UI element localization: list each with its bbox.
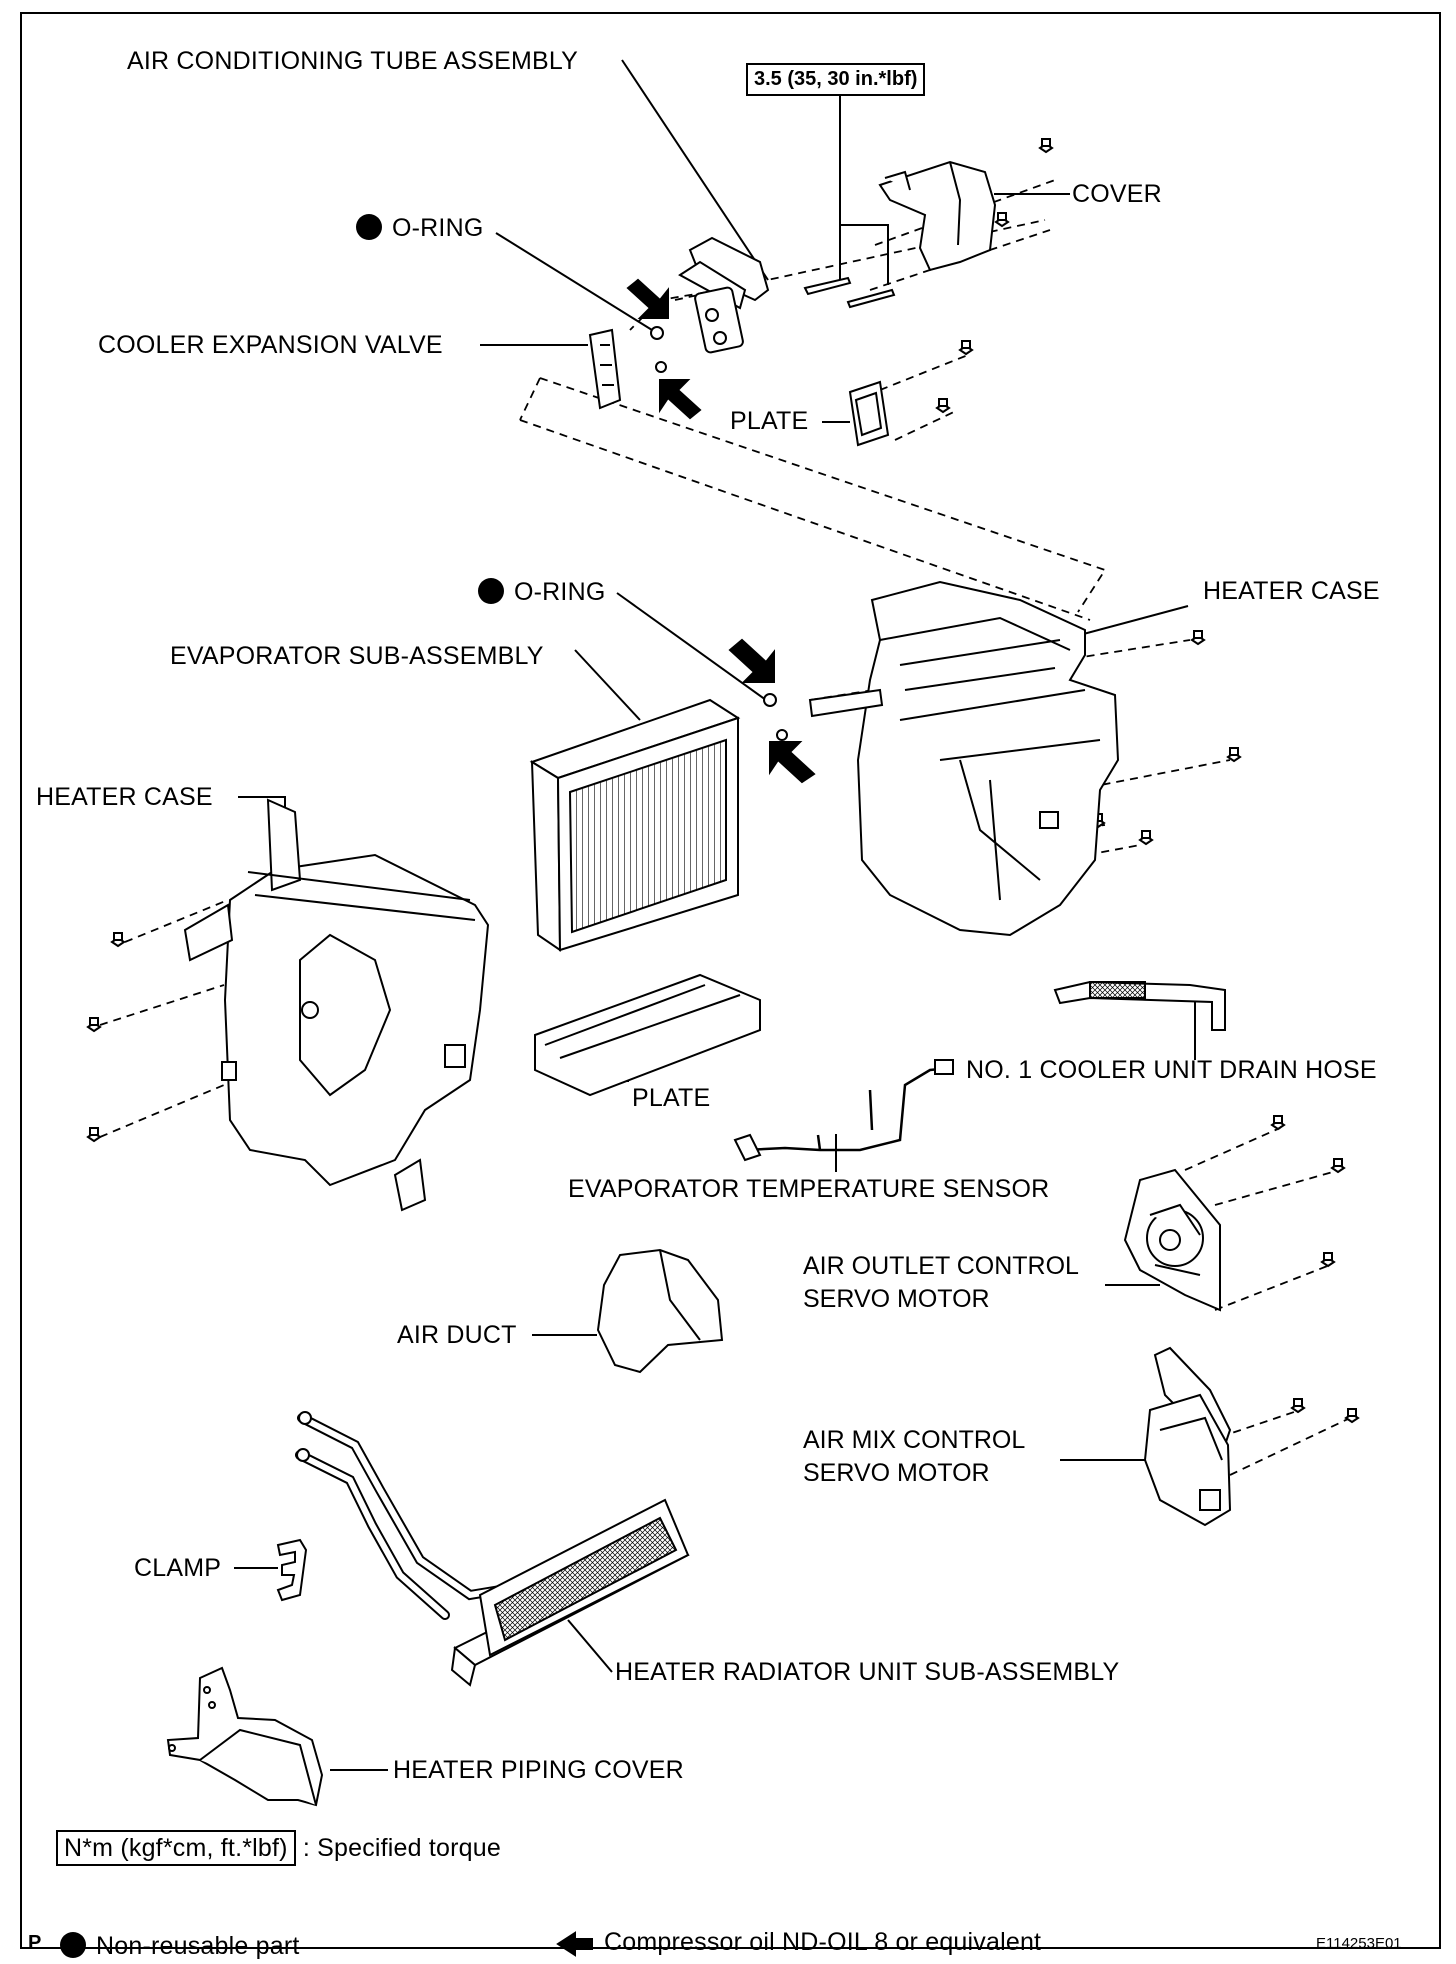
arrow-left-icon	[556, 1931, 593, 1957]
mix-servo-part	[1143, 1346, 1232, 1527]
label-air-outlet-control-servo-motor: AIR OUTLET CONTROL SERVO MOTOR	[803, 1250, 1079, 1316]
leader-torque	[839, 86, 889, 285]
leader-ac-tube	[621, 59, 769, 281]
leader-evaporator	[574, 649, 641, 721]
leader-heater-case-left	[238, 796, 286, 810]
label-air-duct: AIR DUCT	[397, 1321, 517, 1349]
evaporator-part	[529, 698, 741, 952]
label-o-ring-top: O-RING	[356, 214, 483, 242]
label-heater-case-right: HEATER CASE	[1203, 577, 1380, 605]
label-line-2: SERVO MOTOR	[803, 1459, 990, 1487]
ac-tube-assembly	[678, 236, 770, 354]
label-plate-top: PLATE	[730, 407, 809, 435]
o-ring-text: O-RING	[392, 214, 484, 242]
label-clamp: CLAMP	[134, 1554, 222, 1582]
label-heater-case-left: HEATER CASE	[36, 783, 213, 811]
heater-radiator-part	[295, 1411, 690, 1687]
torque-spec-badge: 3.5 (35, 30 in.*lbf)	[746, 63, 926, 96]
label-line-1: AIR MIX CONTROL	[803, 1426, 1026, 1454]
cover-part	[878, 160, 997, 272]
plate-top-part	[848, 380, 890, 447]
o-ring-text: O-RING	[514, 578, 606, 606]
label-line-1: AIR OUTLET CONTROL	[803, 1252, 1079, 1280]
legend-torque: N*m (kgf*cm, ft.*lbf) : Specified torque	[56, 1830, 501, 1866]
leader-o-ring-mid	[616, 592, 767, 701]
heater-case-right-part	[808, 580, 1120, 937]
leader-radiator	[567, 1619, 613, 1673]
legend-torque-unit: N*m (kgf*cm, ft.*lbf)	[56, 1830, 296, 1866]
figure-code: E114253E01	[1316, 1935, 1402, 1952]
drain-hose-part	[1053, 980, 1226, 1031]
legend-compressor-oil: Compressor oil ND-OIL 8 or equivalent	[604, 1928, 1042, 1956]
label-heater-radiator-unit-sub-assembly: HEATER RADIATOR UNIT SUB-ASSEMBLY	[615, 1658, 1120, 1686]
label-plate-bottom: PLATE	[632, 1084, 711, 1112]
legend-non-reusable-text: Non-reusable part	[96, 1932, 300, 1960]
page-letter: P	[28, 1932, 42, 1954]
label-line-2: SERVO MOTOR	[803, 1285, 990, 1313]
expansion-valve	[588, 328, 622, 410]
leader-heater-case-right	[1075, 605, 1189, 637]
label-cooler-expansion-valve: COOLER EXPANSION VALVE	[98, 331, 443, 359]
label-ac-tube-assembly: AIR CONDITIONING TUBE ASSEMBLY	[127, 47, 578, 75]
figure-frame	[20, 12, 1441, 1949]
legend-torque-text: : Specified torque	[302, 1834, 501, 1862]
non-reusable-dot-icon	[478, 578, 504, 604]
non-reusable-dot-icon	[356, 214, 382, 240]
filled-circle-icon	[60, 1932, 86, 1958]
air-duct-part	[596, 1248, 724, 1374]
legend-non-reusable: Non-reusable part	[60, 1932, 300, 1960]
piping-cover-part	[166, 1666, 324, 1807]
heater-case-left-part	[183, 798, 490, 1212]
label-heater-piping-cover: HEATER PIPING COVER	[393, 1756, 684, 1784]
clamp-part	[276, 1538, 308, 1602]
label-cover: COVER	[1072, 180, 1162, 208]
label-evaporator-sub-assembly: EVAPORATOR SUB-ASSEMBLY	[170, 642, 544, 670]
label-evaporator-temperature-sensor: EVAPORATOR TEMPERATURE SENSOR	[568, 1175, 1050, 1203]
label-air-mix-control-servo-motor: AIR MIX CONTROL SERVO MOTOR	[803, 1424, 1025, 1490]
temp-sensor-part	[733, 1059, 954, 1162]
label-drain-hose: NO. 1 COOLER UNIT DRAIN HOSE	[966, 1056, 1377, 1084]
plate-bottom-part	[534, 973, 761, 1097]
leader-o-ring-top	[495, 232, 653, 331]
label-o-ring-mid: O-RING	[478, 578, 605, 606]
outlet-servo-part	[1123, 1168, 1221, 1312]
